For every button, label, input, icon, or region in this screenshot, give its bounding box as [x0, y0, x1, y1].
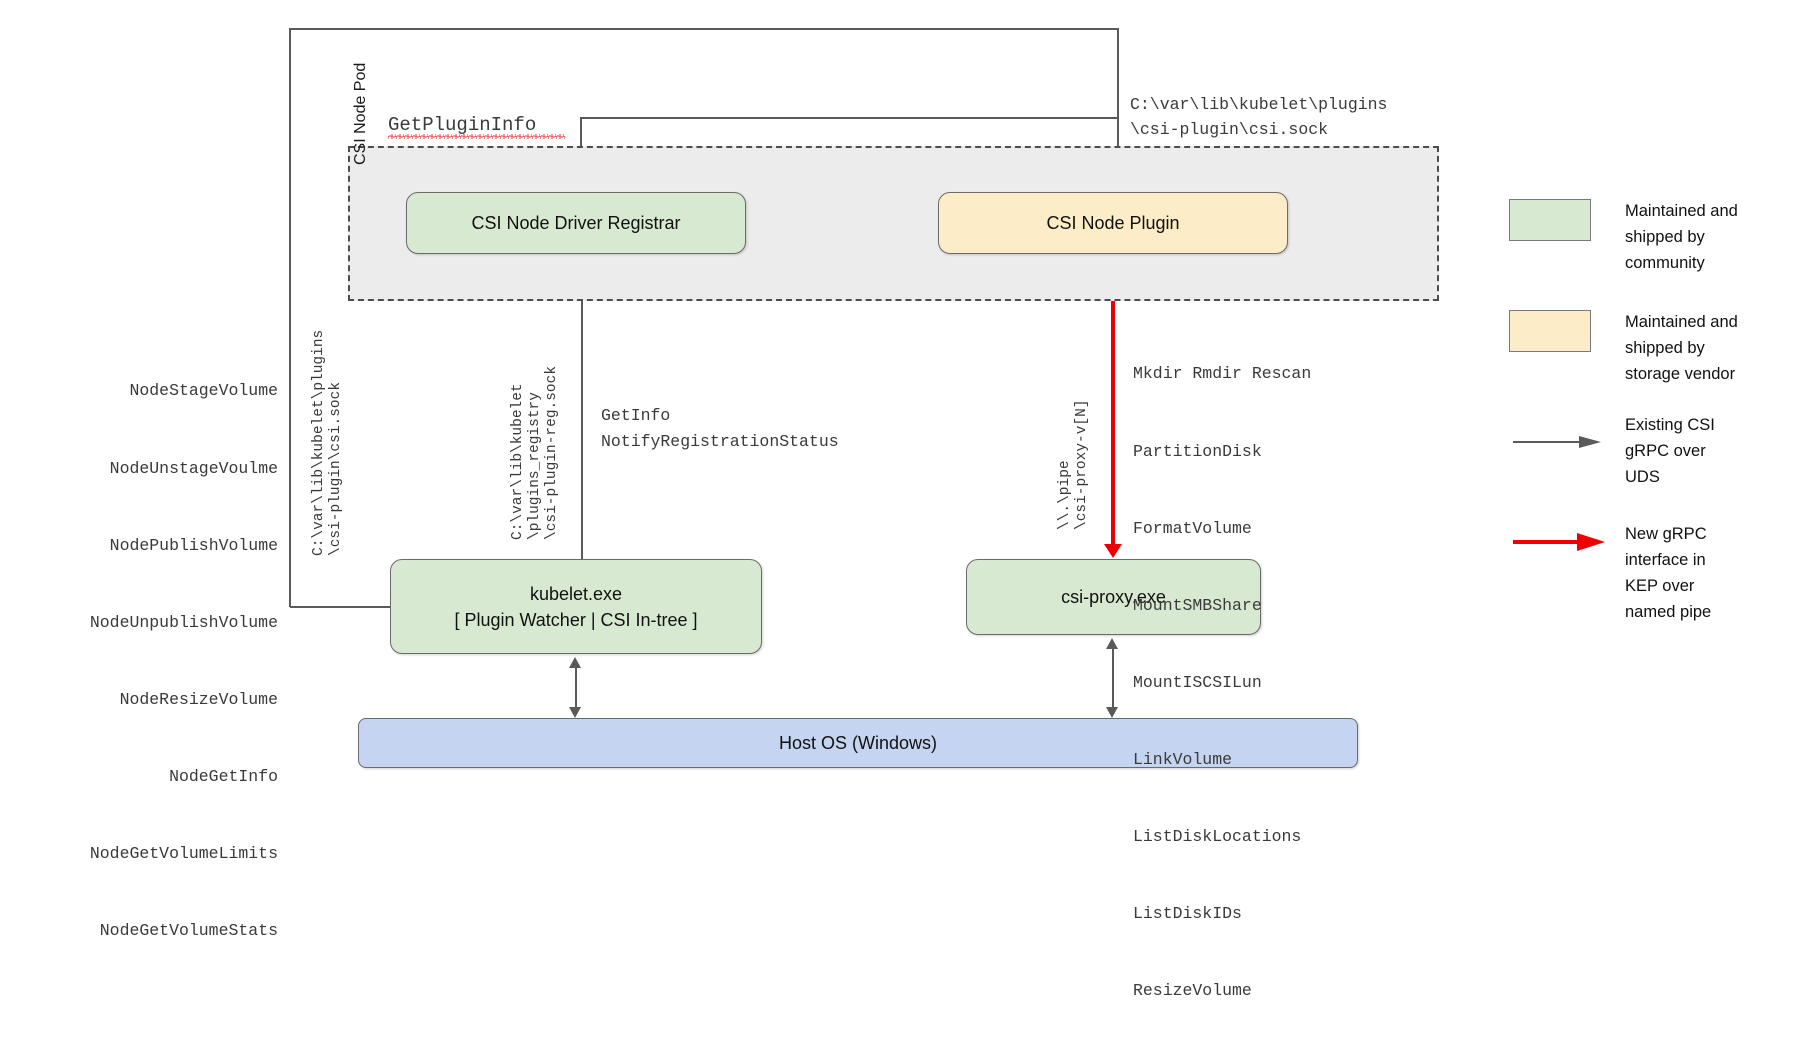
node-service-call-item: NodeStageVolume — [129, 381, 278, 401]
kubelet-box[interactable]: kubelet.exe [ Plugin Watcher | CSI In-tr… — [390, 559, 762, 654]
connector-getplugininfo-rail — [581, 117, 1118, 119]
arrowhead-kubelet-up — [569, 657, 581, 668]
arrowhead-hostos-down-left — [569, 707, 581, 718]
csi-proxy-box[interactable]: csi-proxy.exe — [966, 559, 1261, 635]
csi-node-driver-registrar-box[interactable]: CSI Node Driver Registrar — [406, 192, 746, 254]
kubelet-label-line2: [ Plugin Watcher | CSI In-tree ] — [454, 609, 698, 630]
legend-swatch-vendor — [1509, 310, 1591, 352]
node-service-call-item: NodeUnpublishVolume — [89, 612, 278, 632]
connector-top-rail — [289, 28, 1119, 30]
reg-sock-path-vertical-line3: \csi-plugin-reg.sock — [544, 365, 560, 540]
proxy-api-call-item: ListDiskLocations — [1133, 827, 1302, 847]
red-grpc-line — [1111, 254, 1115, 544]
csi-sock-path-vertical-line1: C:\var\lib\kubelet\plugins — [311, 329, 327, 556]
csi-node-plugin-label: CSI Node Plugin — [1046, 213, 1180, 233]
connector-kubelet-to-left — [290, 606, 390, 608]
legend-label-existing-grpc: Existing CSI gRPC over UDS — [1625, 416, 1715, 486]
spellcheck-squiggle-icon — [388, 134, 565, 139]
reg-sock-path-vertical-line1: C:\var\lib\kubelet — [510, 383, 526, 540]
reg-sock-path-vertical-line2: \plugins_registry — [527, 392, 543, 540]
node-service-call-item: NodeUnstageVoulme — [109, 458, 278, 478]
proxy-api-call-item: FormatVolume — [1133, 518, 1252, 538]
legend-label-new-grpc: New gRPC interface in KEP over named pip… — [1625, 525, 1712, 621]
legend-label-vendor: Maintained and shipped by storage vendor — [1625, 313, 1738, 383]
node-service-call-item: NodeGetVolumeLimits — [89, 844, 278, 864]
legend-label-community: Maintained and shipped by community — [1625, 202, 1738, 272]
proxy-api-call-item: Mkdir Rmdir Rescan — [1133, 364, 1312, 384]
connector-kubelet-hostos — [575, 666, 577, 708]
proxy-api-call-item: MountSMBShare — [1133, 595, 1262, 615]
node-service-call-item: NodeResizeVolume — [119, 689, 278, 709]
proxy-api-call-item: MountISCSILun — [1133, 672, 1262, 692]
csi-proxy-label: csi-proxy.exe — [1061, 587, 1166, 607]
host-os-box[interactable]: Host OS (Windows) — [358, 718, 1358, 768]
csi-node-driver-registrar-label: CSI Node Driver Registrar — [471, 213, 681, 233]
arrowhead-csiproxy-up — [1106, 638, 1118, 649]
legend-arrow-grey-icon — [1513, 434, 1603, 455]
csi-node-pod-label: CSI Node Pod — [352, 62, 369, 165]
red-grpc-arrowhead — [1104, 544, 1122, 558]
legend-swatch-community — [1509, 199, 1591, 241]
proxy-api-calls-list: Mkdir Rmdir Rescan PartitionDisk FormatV… — [1133, 310, 1311, 1055]
named-pipe-path-vertical-line1: \\.\pipe — [1057, 460, 1073, 530]
arrowhead-hostos-down-right — [1106, 707, 1118, 718]
connector-left-riser — [289, 28, 291, 607]
registration-calls-label: GetInfo NotifyRegistrationStatus — [601, 406, 839, 451]
connector-kubelet-to-registrar — [581, 266, 583, 559]
connector-csiproxy-hostos — [1112, 647, 1114, 709]
proxy-api-call-item: LinkVolume — [1133, 749, 1233, 769]
legend-arrow-red-icon — [1513, 531, 1608, 558]
host-os-label: Host OS (Windows) — [778, 733, 938, 753]
node-service-call-item: NodePublishVolume — [109, 535, 278, 555]
get-plugin-info-label: GetPluginInfo — [388, 114, 537, 136]
csi-sock-path-vertical-line2: \csi-plugin\csi.sock — [328, 381, 344, 556]
proxy-api-call-item: PartitionDisk — [1133, 441, 1262, 461]
proxy-api-call-item: ListDiskIDs — [1133, 904, 1242, 924]
named-pipe-path-vertical-line2: \csi-proxy-v[N] — [1074, 399, 1090, 530]
node-service-calls-list: NodeStageVolume NodeUnstageVoulme NodePu… — [18, 327, 278, 995]
node-plugin-socket-path-label: C:\var\lib\kubelet\plugins \csi-plugin\c… — [1130, 95, 1388, 139]
connector-drop-to-node-plugin — [1117, 28, 1119, 180]
csi-node-plugin-box[interactable]: CSI Node Plugin — [938, 192, 1288, 254]
node-service-call-item: NodeGetInfo — [169, 766, 278, 786]
proxy-api-call-item: ResizeVolume — [1133, 981, 1252, 1001]
diagram-canvas: CSI Node Pod CSI Node Driver Registrar C… — [90, 28, 1738, 1000]
kubelet-label-line1: kubelet.exe — [529, 583, 623, 604]
node-service-call-item: NodeGetVolumeStats — [99, 921, 278, 941]
